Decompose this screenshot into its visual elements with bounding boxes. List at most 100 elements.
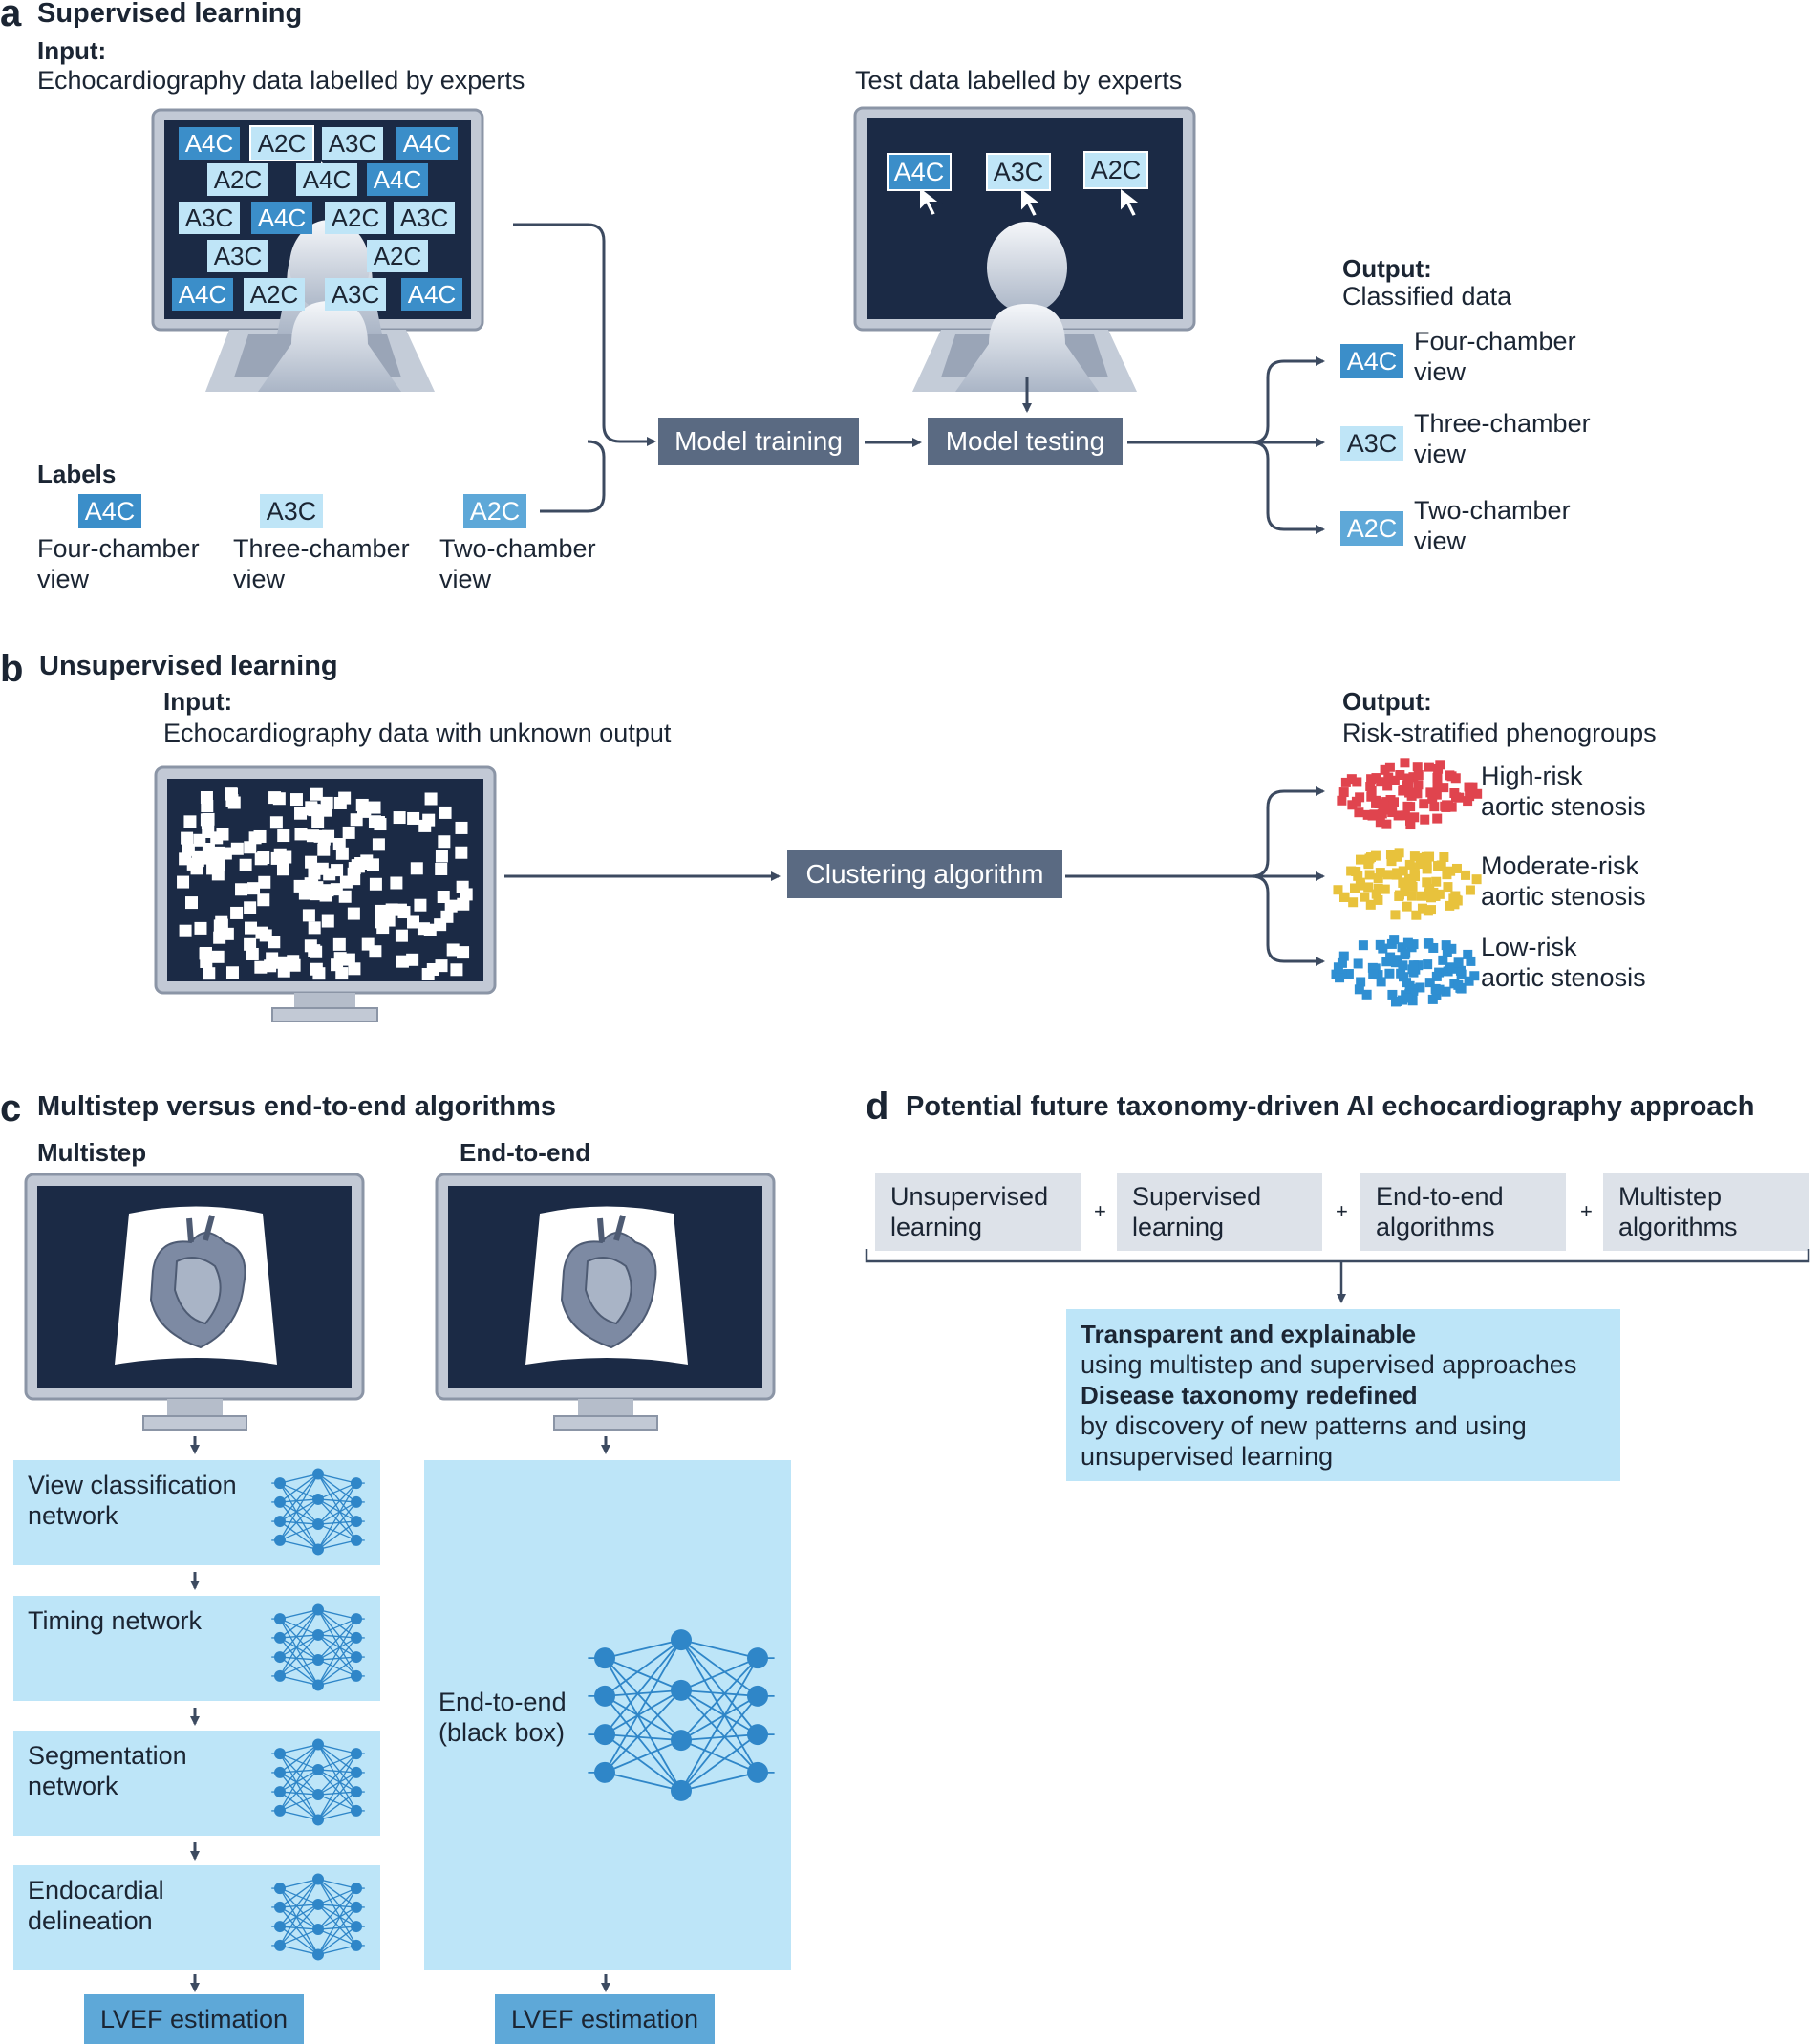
end-to-end-label: End-to-end	[460, 1138, 591, 1167]
data-point-square	[350, 813, 363, 827]
network-node	[312, 1924, 324, 1936]
cluster-square	[1390, 957, 1401, 968]
cluster-square	[1397, 995, 1407, 1005]
data-point-square	[423, 923, 437, 936]
data-point-square	[396, 955, 409, 968]
cluster-square	[1453, 957, 1464, 968]
data-point-square	[193, 833, 206, 847]
cluster-square	[1400, 950, 1410, 960]
data-point-square	[182, 843, 195, 856]
data-point-square	[435, 959, 448, 973]
clustering-algorithm-box: Clustering algorithm	[787, 850, 1062, 898]
data-point-square	[331, 958, 344, 972]
network-node	[312, 1603, 324, 1616]
data-point-square	[219, 847, 232, 860]
cluster-square	[1343, 969, 1354, 979]
cluster-square	[1422, 877, 1432, 888]
cluster-square	[1337, 957, 1347, 968]
network-node	[747, 1724, 768, 1746]
network-node	[312, 1873, 324, 1885]
cluster-square	[1383, 772, 1394, 783]
network-node	[594, 1685, 615, 1707]
data-point-square	[444, 899, 458, 913]
data-point-square	[294, 807, 308, 820]
data-point-square	[310, 787, 323, 801]
cluster-square	[1404, 859, 1415, 870]
phenogroup-clusters	[1331, 758, 1483, 1007]
network-node	[274, 1939, 286, 1951]
cluster-square	[1349, 883, 1360, 893]
data-point-square	[450, 963, 463, 977]
cluster-square	[1380, 884, 1390, 894]
cluster-square	[1453, 979, 1464, 990]
cluster-square	[1394, 891, 1404, 901]
panel-b-output-text: Risk-stratified phenogroups	[1342, 719, 1657, 747]
test-tag: A4C	[887, 153, 952, 191]
data-point-square	[225, 787, 238, 801]
data-point-square	[321, 884, 334, 897]
cluster-square	[1445, 770, 1455, 781]
data-point-square	[254, 960, 268, 974]
cluster-square	[1451, 863, 1462, 873]
data-point-square	[257, 893, 270, 907]
cluster-square	[1431, 990, 1442, 1000]
data-point-square	[268, 936, 281, 949]
panel-b-input-label: Input:	[163, 687, 233, 716]
network-node	[351, 1804, 362, 1817]
cluster-square	[1472, 788, 1483, 799]
screen-tag: A2C	[325, 202, 386, 234]
data-point-square	[348, 872, 361, 886]
cluster-square	[1424, 978, 1435, 988]
cluster-square	[1419, 799, 1429, 809]
cluster-square	[1463, 949, 1473, 959]
cluster-square	[1333, 885, 1343, 895]
panel-a-input-label: Input:	[37, 36, 107, 65]
panel-letter-a: a	[0, 0, 22, 34]
cluster-square	[1408, 772, 1419, 783]
cluster-square	[1407, 988, 1418, 999]
test-tag: A2C	[1083, 151, 1148, 189]
lvef-box-right	[495, 1994, 715, 2044]
cluster-square	[1375, 817, 1385, 828]
data-point-square	[312, 967, 326, 980]
cluster-square	[1433, 764, 1444, 774]
data-point-square	[434, 918, 447, 932]
data-point-square	[360, 854, 374, 868]
data-point-square	[435, 850, 448, 863]
cluster-square	[1402, 937, 1413, 948]
data-point-square	[199, 947, 212, 960]
cluster-square	[1354, 984, 1364, 995]
data-point-square	[332, 937, 346, 951]
network-node	[351, 1477, 362, 1490]
cluster-square	[1406, 891, 1417, 901]
data-point-square	[194, 921, 207, 935]
data-point-square	[277, 829, 290, 843]
data-point-square	[287, 955, 300, 968]
screen-tag: A4C	[179, 127, 240, 160]
cluster-square	[1417, 903, 1427, 914]
lvef-box-left	[84, 1994, 304, 2044]
cluster-square	[1361, 989, 1372, 1000]
cluster-square	[1404, 873, 1415, 884]
data-point-square	[393, 811, 406, 825]
network-node	[351, 1651, 362, 1664]
cluster-square	[1447, 963, 1458, 974]
cluster-square	[1415, 859, 1425, 870]
cluster-square	[1434, 889, 1445, 899]
data-point-square	[319, 804, 332, 817]
cluster-square	[1418, 852, 1428, 863]
data-point-square	[372, 838, 385, 851]
data-point-square	[455, 846, 468, 859]
cluster-square	[1455, 965, 1466, 976]
screen-tag: A4C	[396, 127, 458, 160]
cluster-square	[1422, 860, 1432, 871]
cluster-square	[1395, 770, 1405, 781]
data-point-square	[342, 953, 355, 966]
cluster-square	[1360, 892, 1370, 902]
data-point-square	[305, 855, 318, 869]
lvef-right-text: LVEF estimation	[510, 2005, 699, 2033]
cluster-square	[1413, 780, 1424, 790]
